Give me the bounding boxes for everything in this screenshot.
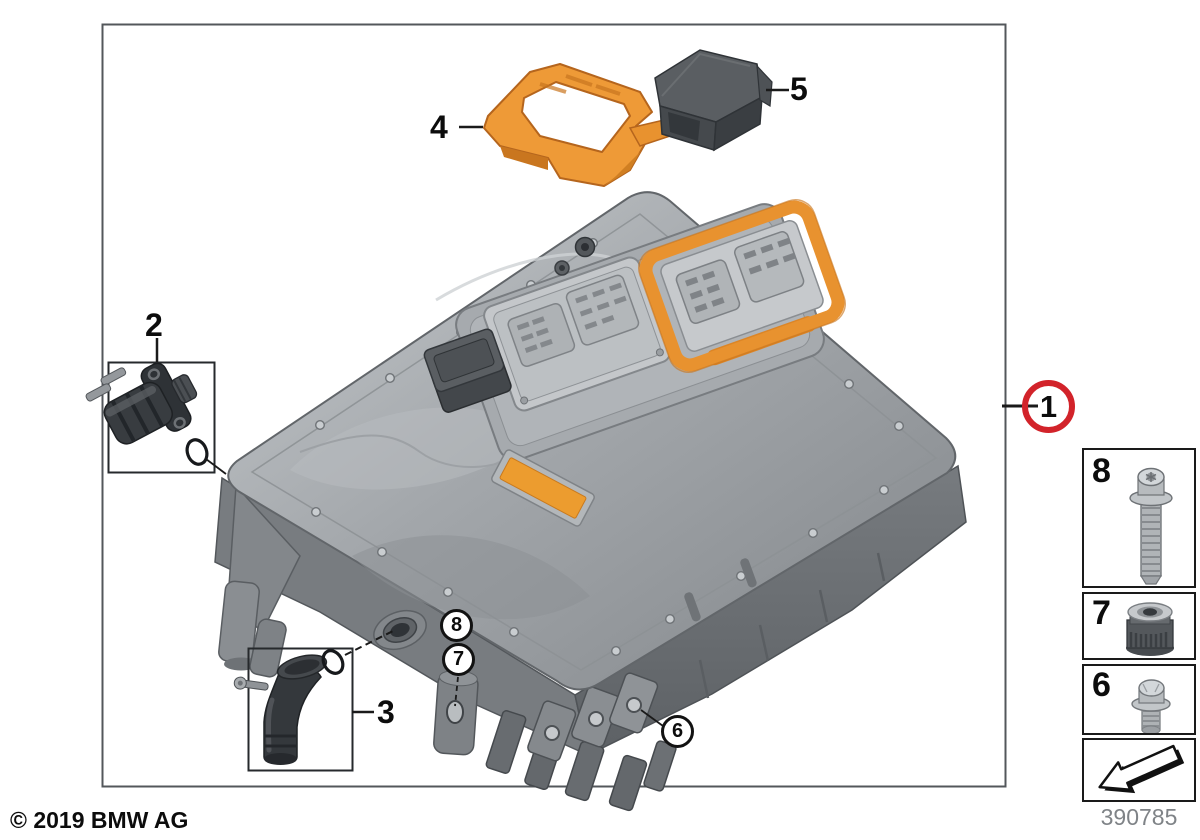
callout-7-nut[interactable]: 7 [442, 643, 475, 676]
cap-nut-illustration [1126, 602, 1174, 656]
arrow-down-left-icon [1098, 744, 1185, 794]
screw-illustration [1129, 467, 1173, 585]
o-ring-3 [321, 649, 345, 675]
copyright-text: © 2019 BMW AG [10, 807, 189, 833]
bracket-illustration [483, 63, 671, 187]
sidebar-label-6[interactable]: 6 [1092, 666, 1111, 704]
callout-6-label: 6 [671, 720, 684, 742]
callout-7-label: 7 [452, 648, 465, 670]
callout-2-sensor[interactable]: 2 [145, 307, 163, 343]
dark-connector [423, 328, 512, 413]
hose-fitting-box [247, 647, 354, 772]
sidebar-item-arrow[interactable] [1082, 738, 1196, 802]
sidebar-label-8[interactable]: 8 [1092, 452, 1111, 490]
main-unit-illustration [214, 191, 967, 812]
callout-6-bolt[interactable]: 6 [661, 715, 694, 748]
hv-connector-orange-frame [638, 199, 846, 373]
flange-bolt-illustration [1131, 679, 1171, 735]
o-ring-2 [185, 438, 209, 466]
drawing-number: 390785 [1100, 804, 1178, 830]
callout-3-hose-fitting[interactable]: 3 [377, 694, 395, 730]
callout-1-main-assembly[interactable]: 1 [1022, 380, 1075, 433]
sidebar-item-nut[interactable] [1082, 592, 1196, 660]
hose-fitting-illustration [233, 649, 345, 765]
callout-8-label: 8 [450, 614, 463, 636]
callout-1-label: 1 [1039, 388, 1058, 424]
sensor-illustration [85, 362, 209, 466]
type-label [491, 449, 595, 527]
mounting-tabs [485, 672, 677, 812]
callout-4-bracket[interactable]: 4 [430, 109, 448, 145]
sidebar-item-bolt[interactable] [1082, 664, 1196, 735]
callout-8-screw[interactable]: 8 [440, 609, 473, 642]
sidebar-item-screw[interactable] [1082, 448, 1196, 588]
coolant-port [373, 609, 427, 651]
cover-illustration [654, 49, 773, 152]
callout-5-cover[interactable]: 5 [790, 71, 808, 107]
sidebar-label-7[interactable]: 7 [1092, 594, 1111, 632]
lv-connector [483, 256, 671, 412]
